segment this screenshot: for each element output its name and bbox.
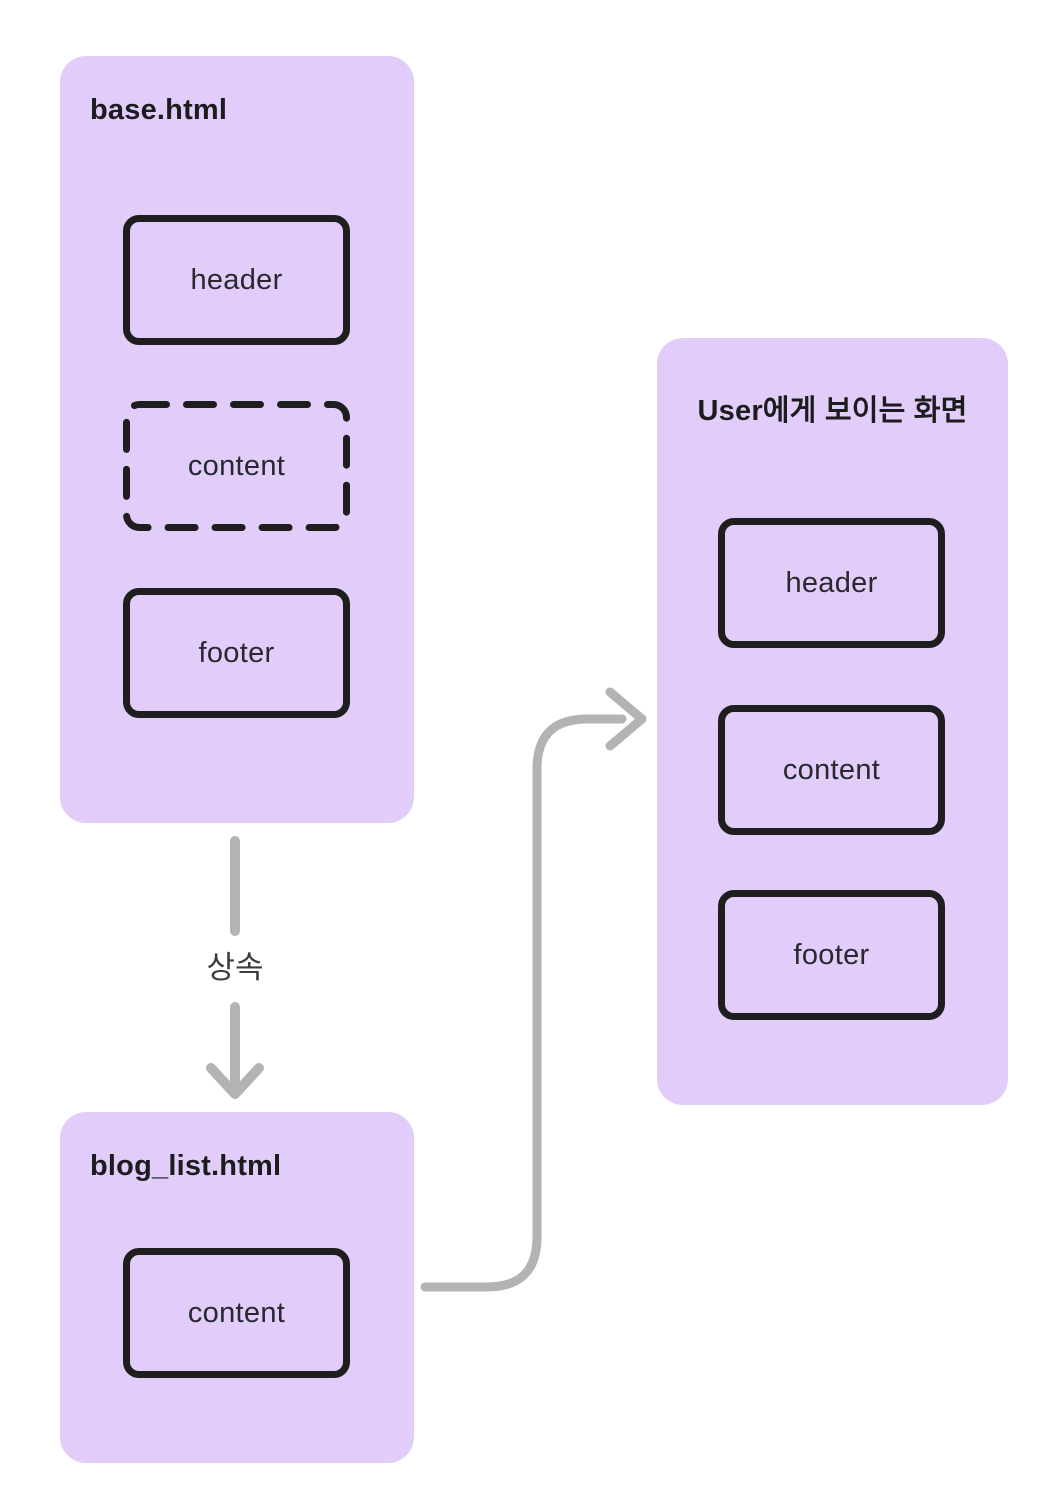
block-label: header: [190, 263, 283, 296]
render-flow-arrow-icon: [420, 687, 647, 1292]
block-user-content: content: [718, 705, 945, 835]
block-base-content-dashed: content: [123, 401, 350, 531]
inheritance-arrow-icon: [206, 836, 264, 1099]
block-label: content: [187, 1296, 286, 1329]
block-label: content: [782, 753, 881, 786]
panel-base-html: base.html header content footer: [60, 56, 414, 823]
block-user-header: header: [718, 518, 945, 648]
block-label: footer: [793, 938, 870, 971]
block-blog-content: content: [123, 1248, 350, 1378]
block-label: content: [187, 449, 286, 482]
panel-title-user-view: User에게 보이는 화면: [697, 395, 968, 427]
block-label: footer: [198, 636, 275, 669]
panel-title-base-html: base.html: [90, 94, 228, 126]
block-base-footer: footer: [123, 588, 350, 718]
block-base-header: header: [123, 215, 350, 345]
inheritance-label: 상속: [206, 950, 264, 985]
panel-blog-list-html: blog_list.html content: [60, 1112, 414, 1463]
panel-user-view: User에게 보이는 화면 header content footer: [657, 338, 1008, 1105]
block-label: header: [785, 566, 878, 599]
panel-title-blog-list-html: blog_list.html: [90, 1150, 282, 1182]
block-user-footer: footer: [718, 890, 945, 1020]
